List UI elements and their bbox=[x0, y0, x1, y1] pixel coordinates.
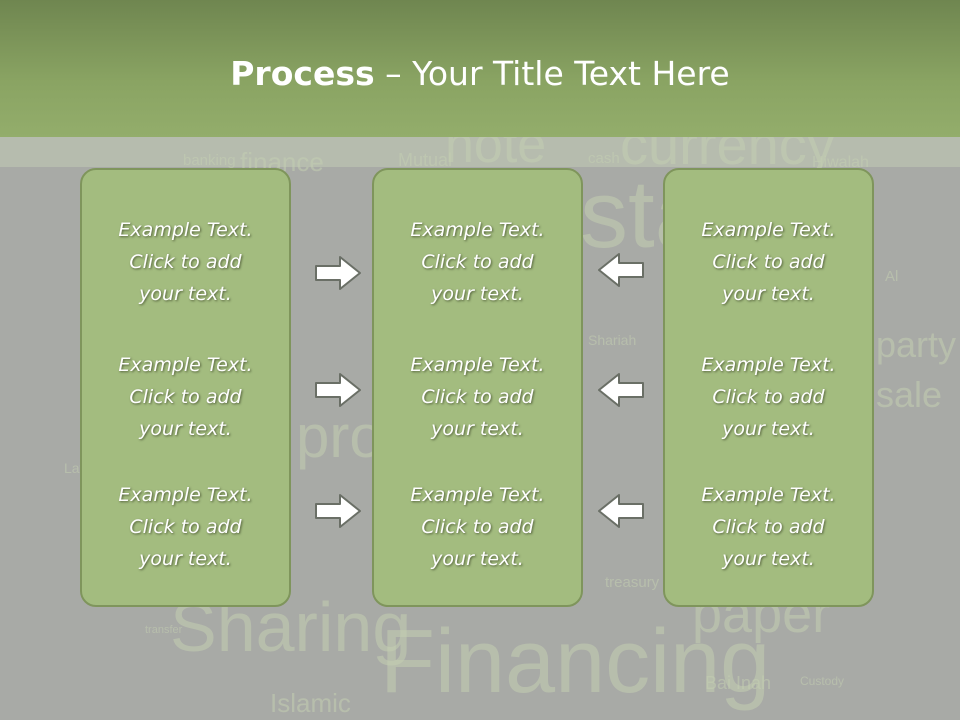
bg-word: Shariah bbox=[588, 332, 637, 348]
process-box-3[interactable]: Example Text. Click to add your text. Ex… bbox=[663, 168, 874, 607]
text-block[interactable]: Example Text. Click to add your text. bbox=[374, 349, 581, 445]
text-line: your text. bbox=[431, 283, 524, 305]
bg-word: note bbox=[445, 137, 547, 174]
text-block[interactable]: Example Text. Click to add your text. bbox=[374, 479, 581, 575]
process-box-2[interactable]: Example Text. Click to add your text. Ex… bbox=[372, 168, 583, 607]
text-block[interactable]: Example Text. Click to add your text. bbox=[665, 349, 872, 445]
bg-word: currency bbox=[620, 137, 835, 176]
text-line: Example Text. bbox=[118, 354, 253, 376]
text-line: Example Text. bbox=[410, 354, 545, 376]
text-line: Click to add bbox=[129, 386, 242, 408]
text-line: your text. bbox=[431, 418, 524, 440]
slide-title[interactable]: Process – Your Title Text Here bbox=[0, 52, 960, 96]
bg-word: Financing bbox=[380, 612, 771, 712]
text-line: your text. bbox=[722, 283, 815, 305]
title-bold: Process bbox=[230, 54, 375, 93]
bg-word: banking bbox=[183, 152, 236, 169]
text-line: Example Text. bbox=[701, 219, 836, 241]
bg-word: Bai Inah bbox=[705, 673, 772, 693]
text-line: Example Text. bbox=[118, 219, 253, 241]
text-block[interactable]: Example Text. Click to add your text. bbox=[82, 479, 289, 575]
text-line: Click to add bbox=[421, 251, 534, 273]
text-line: Click to add bbox=[712, 386, 825, 408]
bg-word: cash bbox=[588, 150, 620, 167]
header-band bbox=[0, 137, 960, 167]
text-line: Example Text. bbox=[410, 219, 545, 241]
text-line: your text. bbox=[722, 548, 815, 570]
text-line: Click to add bbox=[421, 516, 534, 538]
right-arrow-icon bbox=[315, 373, 361, 407]
text-block[interactable]: Example Text. Click to add your text. bbox=[665, 479, 872, 575]
text-line: Example Text. bbox=[118, 484, 253, 506]
text-line: Click to add bbox=[712, 251, 825, 273]
text-line: your text. bbox=[722, 418, 815, 440]
right-arrow-icon bbox=[315, 256, 361, 290]
text-line: Click to add bbox=[421, 386, 534, 408]
bg-word: Islamic bbox=[270, 688, 351, 718]
bg-word: Hiwalah bbox=[812, 154, 869, 171]
text-block[interactable]: Example Text. Click to add your text. bbox=[82, 214, 289, 310]
text-block[interactable]: Example Text. Click to add your text. bbox=[665, 214, 872, 310]
title-rest: – Your Title Text Here bbox=[374, 54, 730, 93]
bg-word: sale bbox=[876, 374, 943, 415]
text-line: Click to add bbox=[129, 516, 242, 538]
bg-word: transfer bbox=[145, 624, 183, 636]
left-arrow-icon bbox=[598, 253, 644, 287]
bg-word: Al bbox=[885, 268, 899, 285]
text-line: Example Text. bbox=[701, 484, 836, 506]
right-arrow-icon bbox=[315, 494, 361, 528]
left-arrow-icon bbox=[598, 373, 644, 407]
text-line: Click to add bbox=[712, 516, 825, 538]
text-line: your text. bbox=[139, 283, 232, 305]
bg-word: Custody bbox=[800, 674, 845, 688]
bg-word: party bbox=[876, 324, 957, 365]
text-line: your text. bbox=[139, 548, 232, 570]
text-line: Click to add bbox=[129, 251, 242, 273]
text-block[interactable]: Example Text. Click to add your text. bbox=[82, 349, 289, 445]
title-bar bbox=[0, 0, 960, 137]
bg-word: treasury bbox=[605, 574, 660, 591]
text-line: your text. bbox=[139, 418, 232, 440]
process-box-1[interactable]: Example Text. Click to add your text. Ex… bbox=[80, 168, 291, 607]
bg-word: Mutual bbox=[398, 150, 453, 170]
left-arrow-icon bbox=[598, 494, 644, 528]
text-line: Example Text. bbox=[410, 484, 545, 506]
text-line: Example Text. bbox=[701, 354, 836, 376]
text-block[interactable]: Example Text. Click to add your text. bbox=[374, 214, 581, 310]
text-line: your text. bbox=[431, 548, 524, 570]
